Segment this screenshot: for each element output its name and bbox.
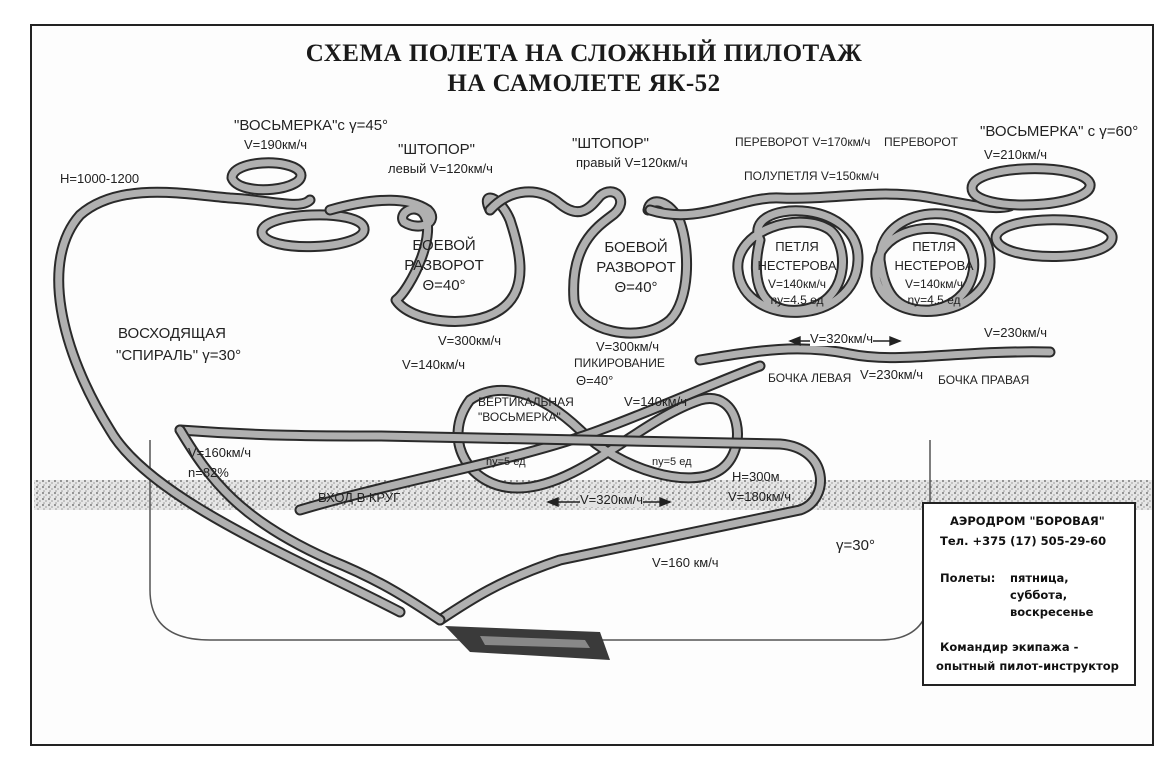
ribbon-eight-45-lower (258, 211, 368, 251)
ribbon-barrel-rolls (696, 345, 1054, 364)
label-boevoy-1-l1: БОЕВОЙ (412, 237, 476, 254)
label-vert8-l2: "ВОСЬМЕРКА" (478, 410, 561, 424)
label-petlya-2-l2: НЕСТЕРОВА (894, 258, 974, 273)
label-v300-2: V=300км/ч (596, 339, 659, 354)
label-spiral-l1: ВОСХОДЯЩАЯ (118, 325, 226, 342)
label-perevorot-b: ПЕРЕВОРОТ (884, 135, 958, 149)
ribbon-perevorot-line (646, 190, 1014, 219)
title-line-2: НА САМОЛЕТЕ ЯК-52 (447, 70, 721, 97)
label-bochka-left: БОЧКА ЛЕВАЯ (768, 371, 852, 385)
flight-ribbons (53, 157, 1118, 626)
label-h300: H=300м (732, 469, 780, 484)
label-boevoy-2-l1: БОЕВОЙ (604, 239, 668, 256)
label-boevoy-1-l2: РАЗВОРОТ (404, 257, 484, 274)
label-bochka-right: БОЧКА ПРАВАЯ (938, 373, 1030, 387)
info-airfield-name: АЭРОДРОМ "БОРОВАЯ" (950, 514, 1105, 528)
info-commander-l2: опытный пилот-инструктор (936, 659, 1119, 673)
label-petlya-2-l3: V=140км/ч (904, 277, 964, 291)
label-eight-45-speed: V=190км/ч (244, 137, 307, 152)
label-spin-left-speed: левый V=120км/ч (388, 161, 493, 176)
label-pikirovanie-angle: Θ=40° (576, 373, 614, 388)
ribbon-eight-45-upper (228, 159, 305, 194)
info-flights-label: Полеты: (940, 571, 996, 585)
label-spiral-l2: "СПИРАЛЬ" γ=30° (116, 347, 242, 364)
label-v140-a: V=140км/ч (402, 357, 465, 372)
ribbon-climb-spiral-outline (53, 186, 406, 618)
info-phone: Тел. +375 (17) 505-29-60 (940, 534, 1107, 548)
label-v140-b: V=140км/ч (624, 394, 687, 409)
label-petlya-2-l1: ПЕТЛЯ (912, 239, 956, 254)
label-v180: V=180км/ч (728, 489, 791, 504)
label-spin-right-speed: правый V=120км/ч (576, 155, 688, 170)
ribbon-spin-left (326, 194, 524, 325)
label-v230-b: V=230км/ч (860, 367, 923, 382)
label-gamma30: γ=30° (836, 537, 875, 554)
ribbon-climb-spiral (55, 188, 404, 616)
label-petlya-1-l1: ПЕТЛЯ (775, 239, 819, 254)
label-boevoy-1-l3: Θ=40° (422, 277, 466, 294)
title-line-1: СХЕМА ПОЛЕТА НА СЛОЖНЫЙ ПИЛОТАЖ (305, 40, 863, 67)
label-eight-45: "ВОСЬМЕРКА"с γ=45° (234, 117, 389, 134)
info-day-2: суббота, (1010, 588, 1068, 602)
label-v320-top: V=320км/ч (810, 331, 873, 347)
label-pikirovanie: ПИКИРОВАНИЕ (574, 356, 665, 370)
info-day-3: воскресенье (1010, 605, 1094, 619)
label-vert8-l1: ВЕРТИКАЛЬНАЯ (478, 395, 574, 409)
ribbon-entry (176, 426, 444, 624)
label-petlya-2-l4: nу=4.5 ед (907, 293, 961, 307)
label-perevorot-a: ПЕРЕВОРОТ V=170км/ч (735, 135, 871, 149)
label-eight-60: "ВОСЬМЕРКА" с γ=60° (980, 123, 1139, 140)
label-v160-n: V=160км/ч (188, 445, 251, 460)
label-spin-right: "ШТОПОР" (572, 135, 650, 152)
label-polupetlya: ПОЛУПЕТЛЯ V=150км/ч (744, 169, 880, 183)
label-v300-1: V=300км/ч (438, 333, 501, 348)
label-vhod: ВХОД В КРУГ (318, 490, 401, 505)
label-n82: n=82% (188, 465, 229, 480)
label-n5-a: nу=5 ед (486, 456, 526, 468)
label-v320-bottom: V=320км/ч (580, 492, 643, 508)
ribbon-eight-60-lower (992, 216, 1116, 260)
runway-stripe (480, 636, 590, 648)
label-petlya-1-l2: НЕСТЕРОВА (757, 258, 837, 273)
label-eight-60-speed: V=210км/ч (984, 147, 1047, 162)
ribbon-loop-1 (734, 207, 862, 316)
ribbon-circuit (176, 426, 824, 624)
ribbon-loop-2 (872, 210, 994, 315)
label-boevoy-2-l2: РАЗВОРОТ (596, 259, 676, 276)
label-altitude: H=1000-1200 (60, 171, 140, 186)
info-day-1: пятница, (1010, 571, 1069, 585)
info-commander-l1: Командир экипажа - (940, 640, 1079, 654)
ribbon-vertical-eight (454, 386, 741, 492)
label-n5-b: nу=5 ед (652, 456, 692, 468)
label-boevoy-2-l3: Θ=40° (614, 279, 658, 296)
ribbon-eight-60-upper (968, 165, 1094, 209)
label-petlya-1-l3: V=140км/ч (767, 277, 827, 291)
label-v160-low: V=160 км/ч (652, 555, 719, 570)
label-spin-left: "ШТОПОР" (398, 141, 476, 158)
ribbon-spin-right (486, 188, 690, 337)
label-v230-a: V=230км/ч (984, 325, 1047, 340)
airfield-info-box: АЭРОДРОМ "БОРОВАЯ" Тел. +375 (17) 505-29… (922, 502, 1136, 686)
label-petlya-1-l4: nу=4.5 ед (770, 293, 824, 307)
